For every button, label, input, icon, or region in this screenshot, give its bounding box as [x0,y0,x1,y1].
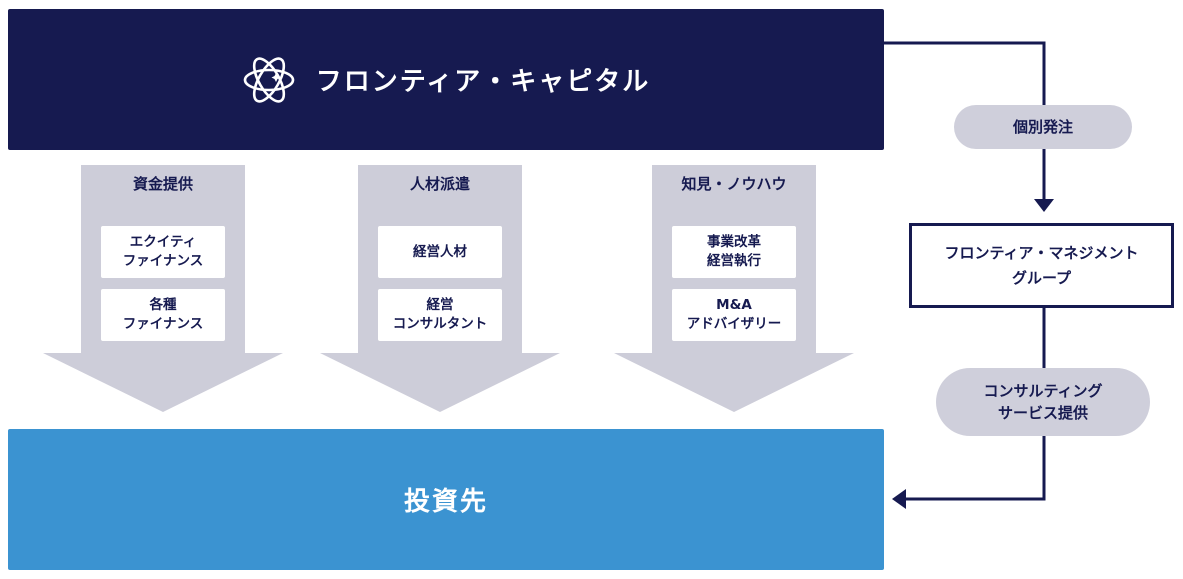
pill-label: 個別発注 [1012,118,1073,136]
card-line: ファイナンス [122,316,204,332]
arrowhead-down-icon [1034,199,1054,212]
investee-label: 投資先 [403,487,488,517]
logo-icon [242,51,296,109]
card-ma-advisory: M&A アドバイザリー [672,289,796,341]
arrow-staffing: 人材派遣 経営人材 経営 コンサルタント [320,165,560,412]
card-business-reform: 事業改革 経営執行 [672,226,796,278]
consulting-service-pill: コンサルティング サービス提供 [936,368,1150,436]
card-equity-finance: エクイティ ファイナンス [101,226,225,278]
frontier-capital-box: フロンティア・キャピタル [8,9,884,150]
arrow-label-knowhow: 知見・ノウハウ [681,175,787,193]
card-line: アドバイザリー [686,316,782,332]
company-title: フロンティア・キャピタル [315,67,651,97]
card-line: エクイティ [129,234,197,250]
card-management-consultant: 経営 コンサルタント [378,289,502,341]
mgmt-line: フロンティア・マネジメント [944,243,1139,262]
card-line: 経営人材 [413,243,467,260]
card-line: 経営執行 [707,253,761,269]
arrow-label-staffing: 人材派遣 [409,175,470,193]
card-line: 経営 [426,297,454,313]
card-line: 各種 [149,297,177,313]
arrow-funding: 資金提供 エクイティ ファイナンス 各種 ファイナンス [43,165,283,412]
mgmt-line: グループ [1011,268,1072,287]
pill-label: コンサルティング [983,382,1103,400]
investee-box: 投資先 [8,429,884,570]
card-various-finance: 各種 ファイナンス [101,289,225,341]
card-line: ファイナンス [122,253,204,269]
frontier-management-group-box: フロンティア・マネジメント グループ [909,223,1174,308]
pill-label: サービス提供 [997,404,1088,422]
arrow-label-funding: 資金提供 [132,175,193,193]
card-line: M&A [716,297,752,313]
card-line: コンサルタント [392,316,488,332]
card-executive-talent: 経営人材 [378,226,502,278]
arrowhead-left-icon [892,489,906,509]
brand: フロンティア・キャピタル [242,51,650,109]
arrow-knowhow: 知見・ノウハウ 事業改革 経営執行 M&A アドバイザリー [614,165,854,412]
individual-order-pill: 個別発注 [954,105,1132,149]
card-line: 事業改革 [707,234,761,250]
